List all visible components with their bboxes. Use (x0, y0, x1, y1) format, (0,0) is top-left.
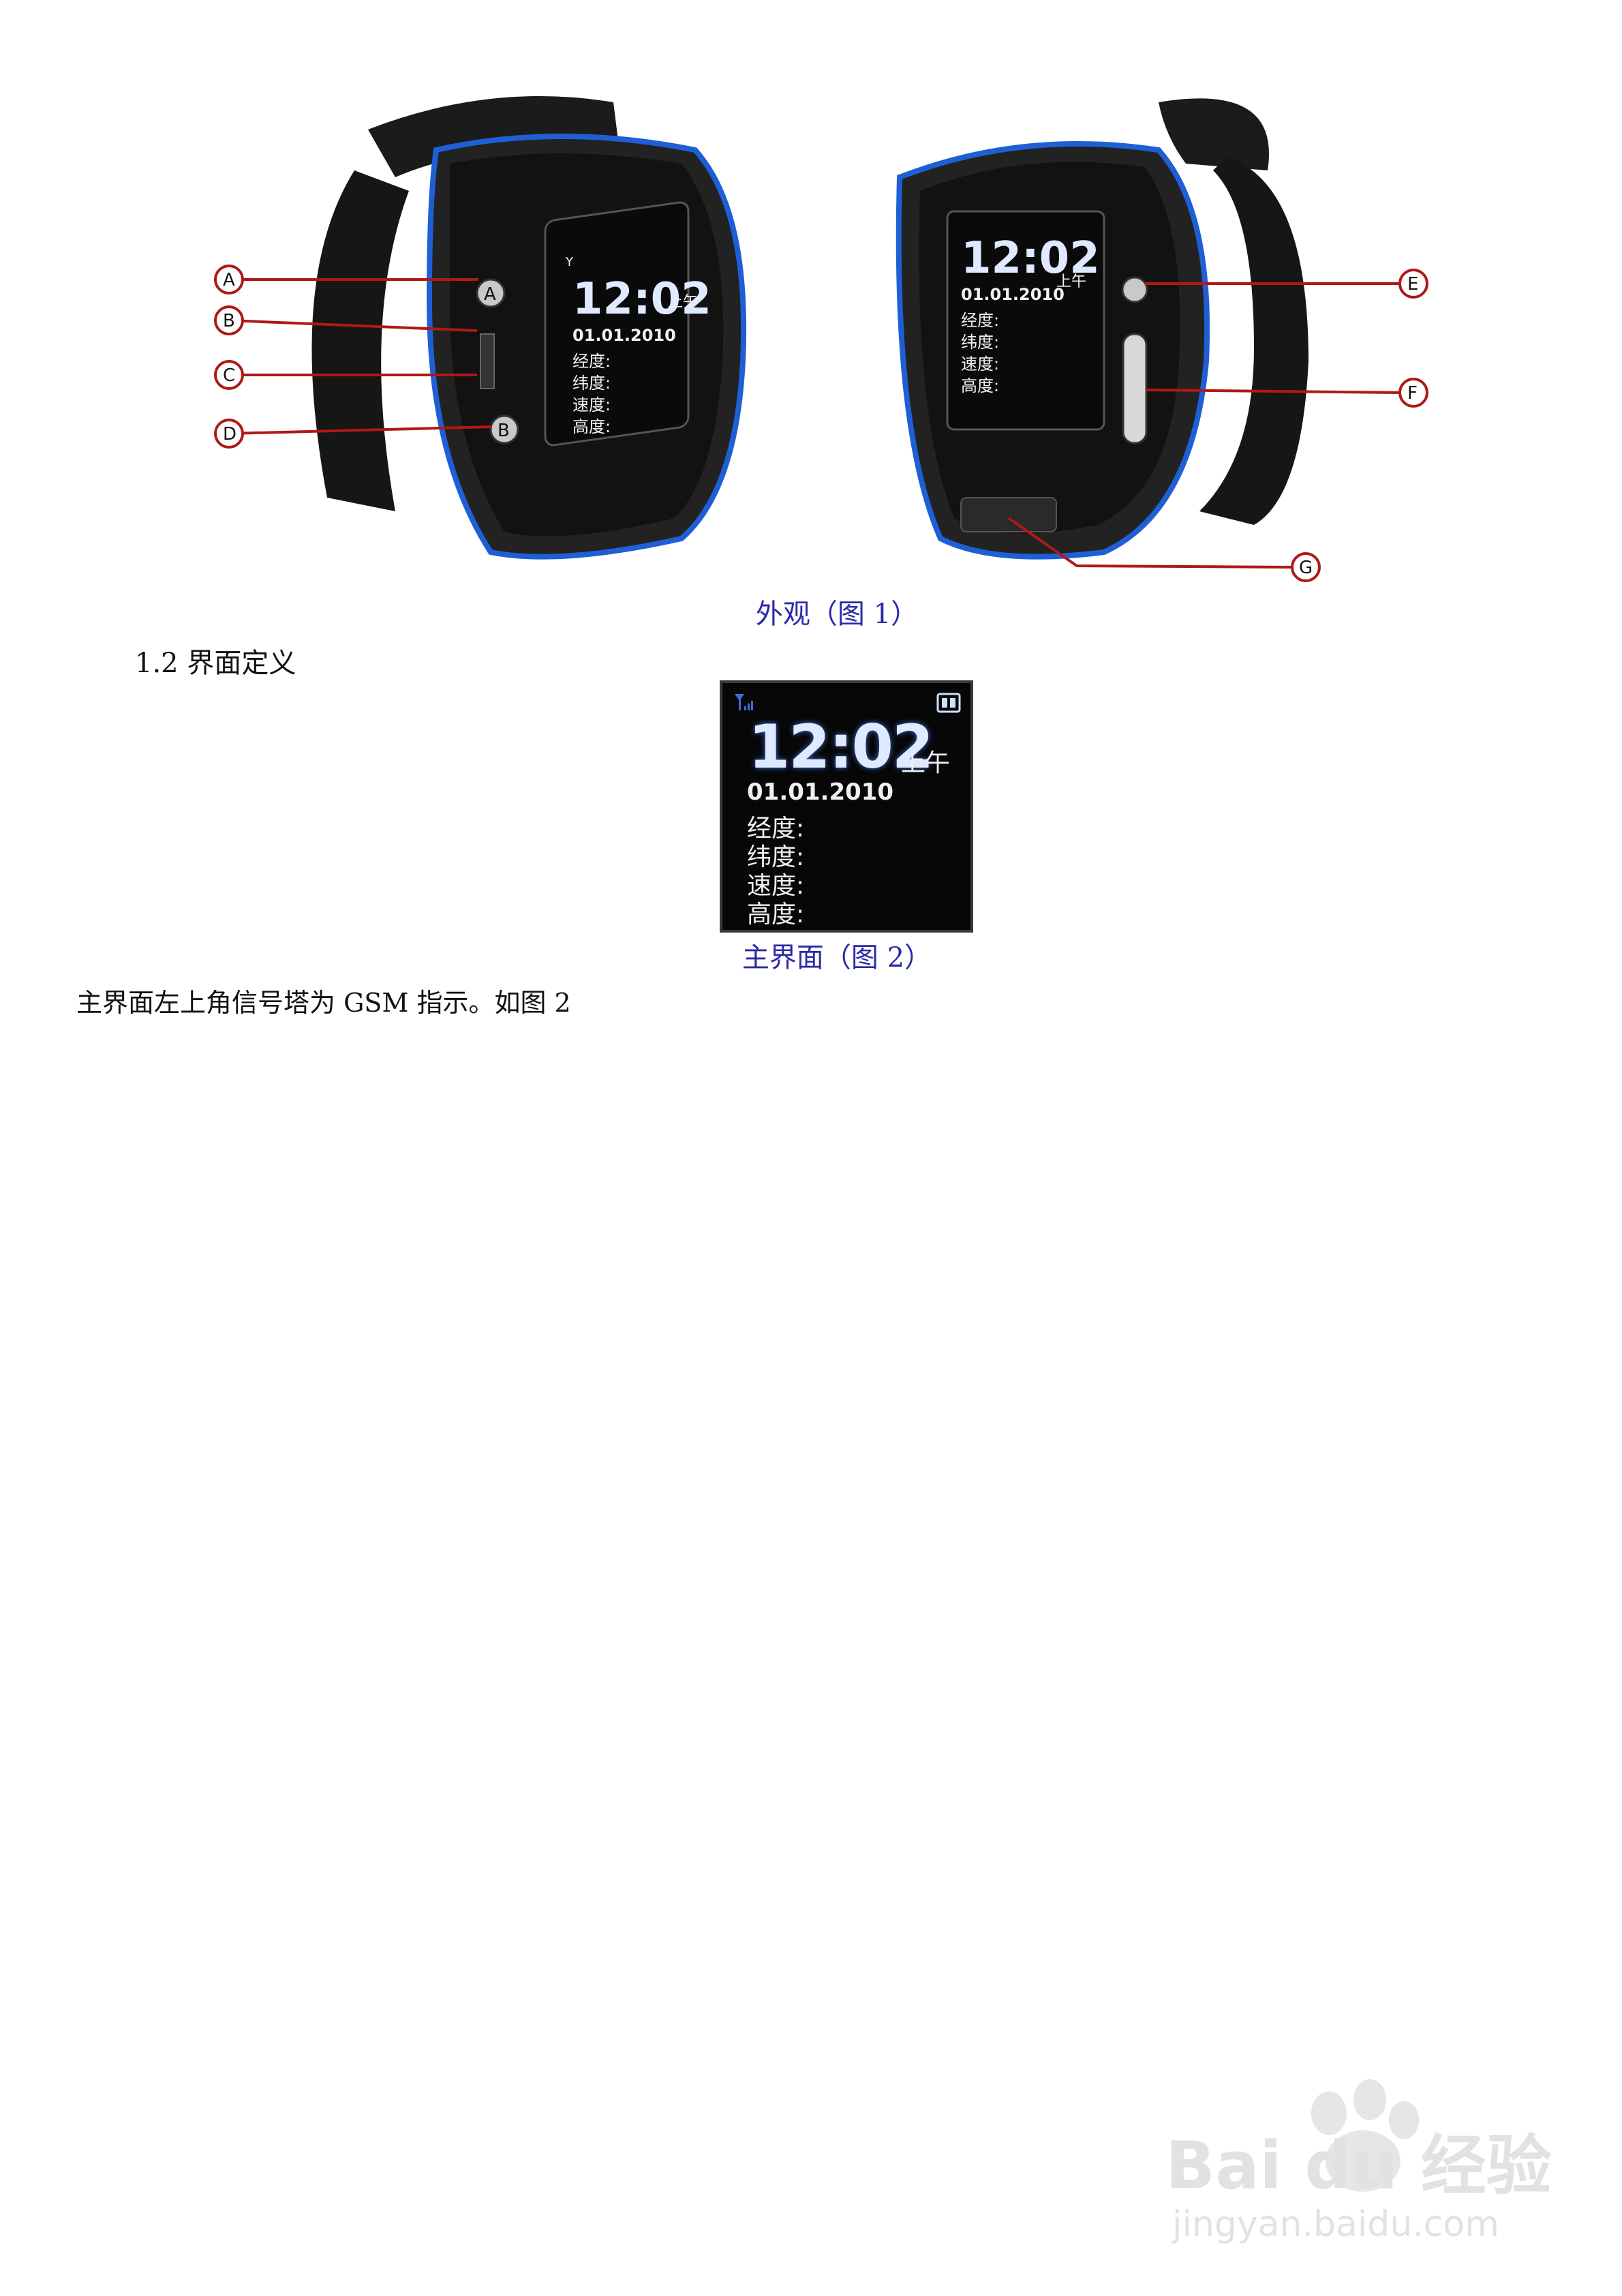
baidu-jingyan-watermark: Bai du 经验 jingyan.baidu.com (1165, 2079, 1552, 2245)
left-screen-label-2: 纬度: (572, 374, 611, 393)
watch-left-figure: Y 12:02 上午 01.01.2010 经度: 纬度: 速度: 高度: A … (214, 96, 747, 560)
signal-tower-icon (735, 694, 753, 710)
left-screen-ampm: 上午 (668, 294, 698, 311)
body-paragraph: 主界面左上角信号塔为 GSM 指示。如图 2 (76, 988, 571, 1018)
figure-1-caption: 外观（图 1） (755, 599, 919, 630)
svg-text:G: G (1299, 558, 1313, 578)
main-screen-label-longitude: 经度: (747, 815, 805, 843)
section-heading: 1.2 界面定义 (135, 648, 296, 679)
button-b (489, 414, 519, 444)
watermark-brand: Bai du 经验 (1165, 2128, 1552, 2204)
usb-port (480, 333, 495, 389)
main-screen-time: 12:02 (748, 712, 934, 782)
main-screen-label-speed: 速度: (747, 872, 805, 900)
button-a-mark: A (484, 284, 496, 305)
button-e (1121, 276, 1148, 303)
battery-icon (936, 693, 961, 713)
paw-icon (1311, 2079, 1419, 2192)
svg-text:E: E (1407, 274, 1418, 294)
main-screen-ampm: 上午 (901, 749, 951, 777)
button-a (476, 278, 506, 308)
left-screen-label-3: 速度: (572, 395, 611, 414)
right-screen-date: 01.01.2010 (961, 285, 1065, 304)
right-screen-label-1: 经度: (961, 311, 999, 330)
callout-a: A (214, 265, 478, 294)
right-screen-label-3: 速度: (961, 354, 999, 374)
svg-text:B: B (223, 311, 235, 331)
right-screen-label-4: 高度: (961, 376, 999, 395)
figure-2-caption: 主界面（图 2） (741, 942, 932, 973)
svg-text:Bai du 经验: Bai du 经验 (1165, 2128, 1552, 2204)
main-screen-label-altitude: 高度: (747, 901, 805, 928)
svg-text:C: C (223, 365, 235, 386)
bottom-port (960, 497, 1057, 532)
callout-c: C (214, 360, 477, 390)
watermark-url: jingyan.baidu.com (1172, 2204, 1499, 2245)
right-screen-time: 12:02 (961, 233, 1100, 284)
watch-right-figure: 12:02 上午 01.01.2010 经度: 纬度: 速度: 高度: E F … (896, 98, 1428, 582)
left-screen-time: 12:02 (572, 274, 711, 324)
callout-b: B (214, 305, 478, 335)
left-screen-label-4: 高度: (572, 417, 611, 436)
main-screen-label-latitude: 纬度: (747, 843, 805, 871)
callout-f: F (1146, 378, 1428, 408)
button-b-mark: B (498, 421, 510, 441)
svg-text:F: F (1407, 383, 1418, 404)
main-screen-date: 01.01.2010 (747, 779, 894, 806)
left-screen-label-1: 经度: (572, 352, 611, 371)
callout-d: D (214, 419, 493, 449)
main-screen-figure: 12:02 上午 01.01.2010 经度: 纬度: 速度: 高度: (720, 680, 973, 933)
right-screen-label-2: 纬度: (961, 333, 999, 352)
svg-text:Y: Y (565, 255, 574, 269)
right-screen-ampm: 上午 (1056, 273, 1086, 290)
left-screen-date: 01.01.2010 (572, 326, 676, 345)
svg-text:A: A (223, 270, 235, 290)
svg-text:D: D (223, 424, 236, 444)
sos-button (1122, 333, 1148, 444)
callout-g: G (1007, 517, 1321, 582)
callout-e: E (1145, 269, 1428, 299)
